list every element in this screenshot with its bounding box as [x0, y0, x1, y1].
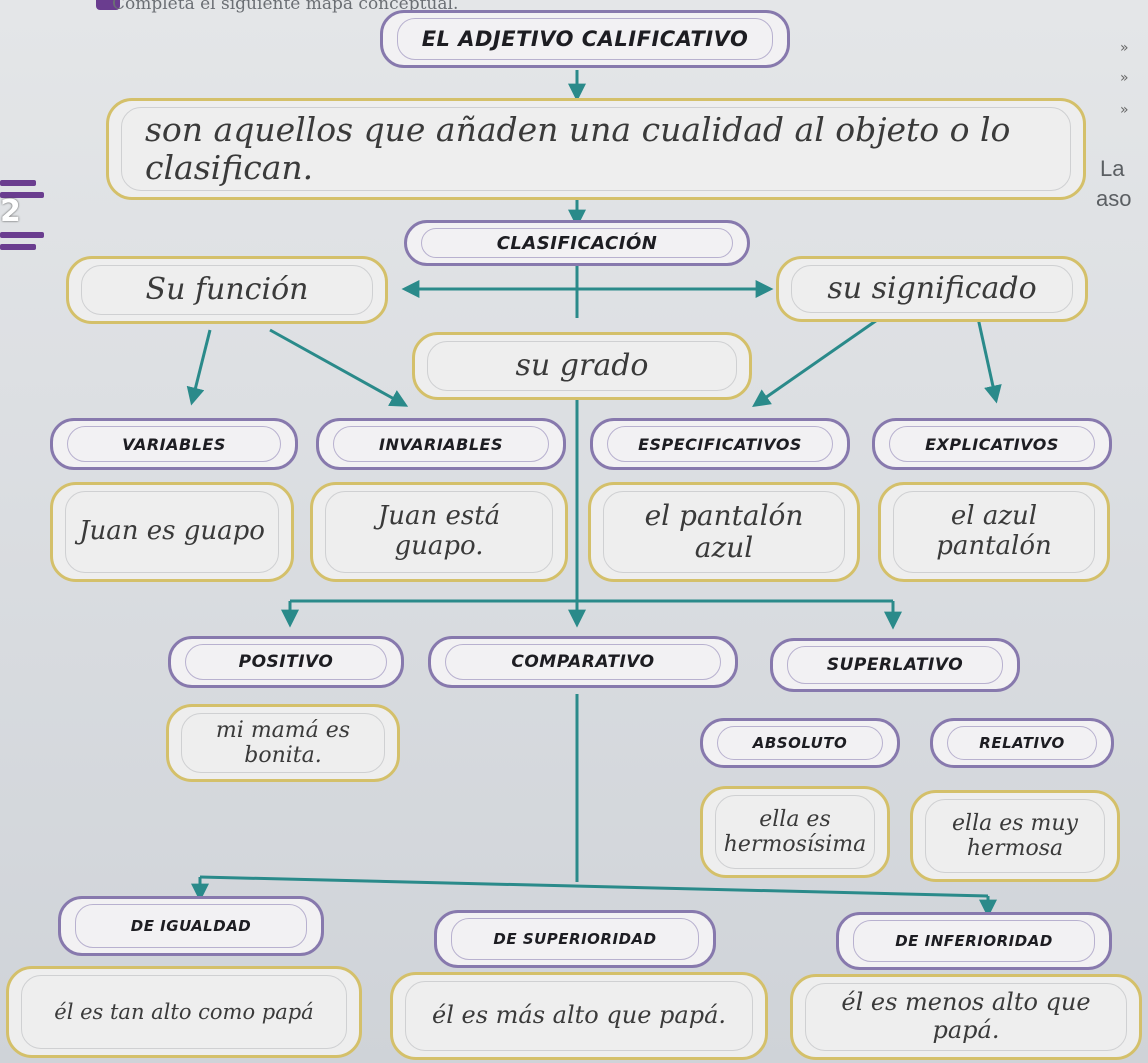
- concept-title-box: EL ADJETIVO CALIFICATIVO: [380, 10, 790, 68]
- invariables-example: Juan está guapo.: [377, 501, 501, 561]
- positive-example-box: mi mamá es bonita.: [166, 704, 400, 782]
- degree-criterion-box: su grado: [412, 332, 752, 400]
- connector-arrow: [752, 316, 881, 408]
- inferiority-example-box: él es menos alto que papá.: [790, 974, 1142, 1060]
- relative-label: RELATIVO: [979, 734, 1065, 752]
- relative-example: ella es muy hermosa: [952, 810, 1078, 861]
- tab-stripe: [0, 232, 44, 238]
- specificatives-box: ESPECIFICATIVOS: [590, 418, 850, 470]
- concept-title: EL ADJETIVO CALIFICATIVO: [421, 27, 749, 51]
- connector-line: [199, 875, 989, 898]
- classification-box: CLASIFICACIÓN: [404, 220, 750, 266]
- superlative-label: SUPERLATIVO: [826, 655, 964, 675]
- bullet-mark: »: [1120, 70, 1129, 86]
- variables-example: Juan es guapo: [79, 516, 265, 547]
- relative-box: RELATIVO: [930, 718, 1114, 768]
- definition-box: son aquellos que añaden una cualidad al …: [106, 98, 1086, 200]
- variables-example-box: Juan es guapo: [50, 482, 294, 582]
- specificatives-example: el pantalón azul: [644, 498, 804, 564]
- superiority-label: DE SUPERIORIDAD: [493, 930, 657, 948]
- invariables-box: INVARIABLES: [316, 418, 566, 470]
- definition-text: son aquellos que añaden una cualidad al …: [145, 110, 1011, 187]
- superiority-example-box: él es más alto que papá.: [390, 972, 768, 1060]
- relative-example-box: ella es muy hermosa: [910, 790, 1120, 882]
- inferiority-box: DE INFERIORIDAD: [836, 912, 1112, 970]
- side-text-line-2: aso: [1096, 186, 1132, 211]
- classification-label: CLASIFICACIÓN: [496, 232, 658, 254]
- equality-example-box: él es tan alto como papá: [6, 966, 362, 1058]
- variables-box: VARIABLES: [50, 418, 298, 470]
- function-criterion: Su función: [145, 271, 309, 307]
- bullet-mark: »: [1120, 40, 1129, 56]
- positive-label: POSITIVO: [238, 652, 334, 672]
- connector-arrow: [976, 317, 1002, 404]
- degree-criterion: su grado: [515, 347, 649, 383]
- activity-number-badge: [96, 0, 120, 10]
- superiority-box: DE SUPERIORIDAD: [434, 910, 716, 968]
- tab-stripe: [0, 180, 36, 186]
- absolute-box: ABSOLUTO: [700, 718, 900, 768]
- invariables-example-box: Juan está guapo.: [310, 482, 568, 582]
- invariables-label: INVARIABLES: [378, 434, 504, 454]
- page-number-tab: 2: [0, 170, 60, 270]
- inferiority-label: DE INFERIORIDAD: [895, 932, 1053, 950]
- absolute-example: ella es hermosísima: [723, 806, 867, 857]
- specificatives-label: ESPECIFICATIVOS: [638, 434, 802, 454]
- connector-arrow: [186, 329, 212, 406]
- absolute-example-box: ella es hermosísima: [700, 786, 890, 878]
- meaning-criterion-box: su significado: [776, 256, 1088, 322]
- explicatives-example: el azul pantalón: [936, 501, 1052, 561]
- explicatives-example-box: el azul pantalón: [878, 482, 1110, 582]
- positive-example: mi mamá es bonita.: [215, 717, 351, 768]
- connector-arrow: [269, 328, 409, 407]
- bullet-mark: »: [1120, 102, 1129, 118]
- explicatives-box: EXPLICATIVOS: [872, 418, 1112, 470]
- equality-label: DE IGUALDAD: [130, 917, 252, 935]
- superlative-box: SUPERLATIVO: [770, 638, 1020, 692]
- absolute-label: ABSOLUTO: [752, 734, 848, 752]
- comparative-box: COMPARATIVO: [428, 636, 738, 688]
- superiority-example: él es más alto que papá.: [432, 1001, 726, 1030]
- variables-label: VARIABLES: [122, 434, 226, 454]
- explicatives-label: EXPLICATIVOS: [925, 434, 1059, 454]
- equality-example: él es tan alto como papá: [54, 999, 314, 1024]
- comparative-label: COMPARATIVO: [511, 652, 655, 672]
- specificatives-example-box: el pantalón azul: [588, 482, 860, 582]
- meaning-criterion: su significado: [827, 270, 1037, 306]
- equality-box: DE IGUALDAD: [58, 896, 324, 956]
- tab-stripe: [0, 244, 36, 250]
- positive-box: POSITIVO: [168, 636, 404, 688]
- tab-stripe: [0, 192, 44, 198]
- inferiority-example: él es menos alto que papá.: [841, 988, 1091, 1044]
- function-criterion-box: Su función: [66, 256, 388, 324]
- activity-instruction: Completa el siguiente mapa conceptual.: [112, 0, 459, 14]
- page-number: 2: [0, 194, 21, 229]
- side-text-line-1: La: [1100, 156, 1125, 181]
